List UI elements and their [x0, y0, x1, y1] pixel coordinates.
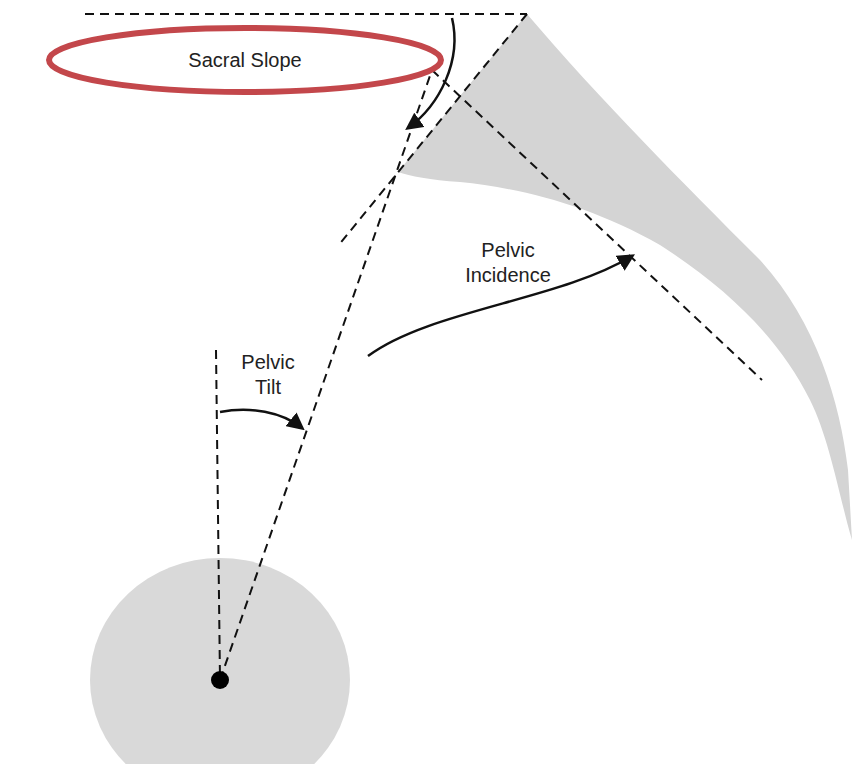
angle-label: Pelvic Incidence [453, 238, 563, 288]
horizontal-line [85, 13, 527, 15]
perpendicular-line [432, 70, 762, 380]
tilt-arc [220, 410, 302, 428]
angle-label: Pelvic Tilt [232, 350, 304, 400]
highlight-ellipse: Sacral Slope [45, 24, 445, 96]
angle-label: Sacral Slope [188, 48, 301, 72]
sacrum [398, 14, 852, 540]
vertical-line [216, 350, 220, 680]
ellipse-stroke [49, 28, 441, 92]
femoral-head [90, 558, 350, 764]
hip-axis-line [220, 70, 432, 680]
hip-center [211, 671, 229, 689]
